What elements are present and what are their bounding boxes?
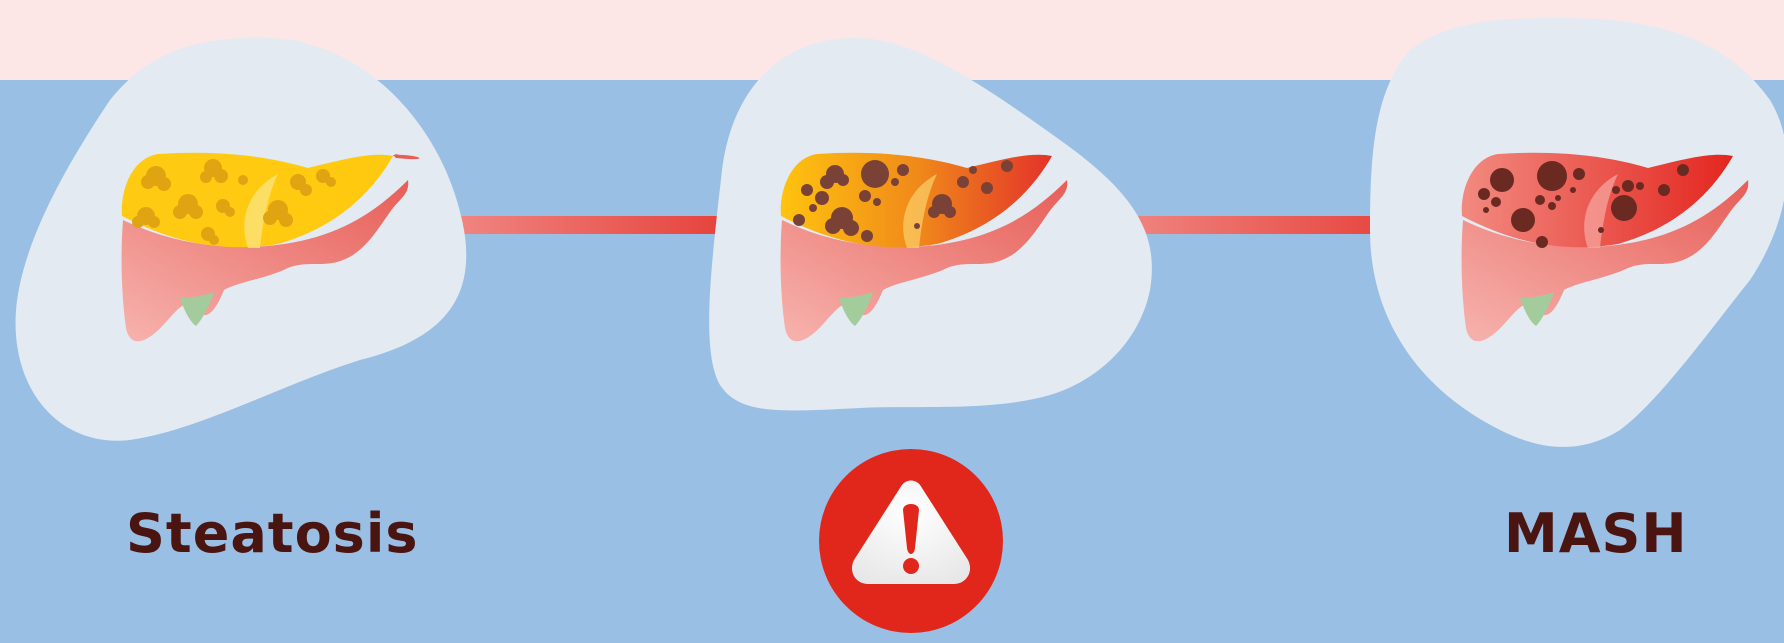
label-mash: MASH	[1504, 502, 1688, 565]
warning-badge	[819, 449, 1003, 633]
label-steatosis: Steatosis	[126, 502, 418, 565]
